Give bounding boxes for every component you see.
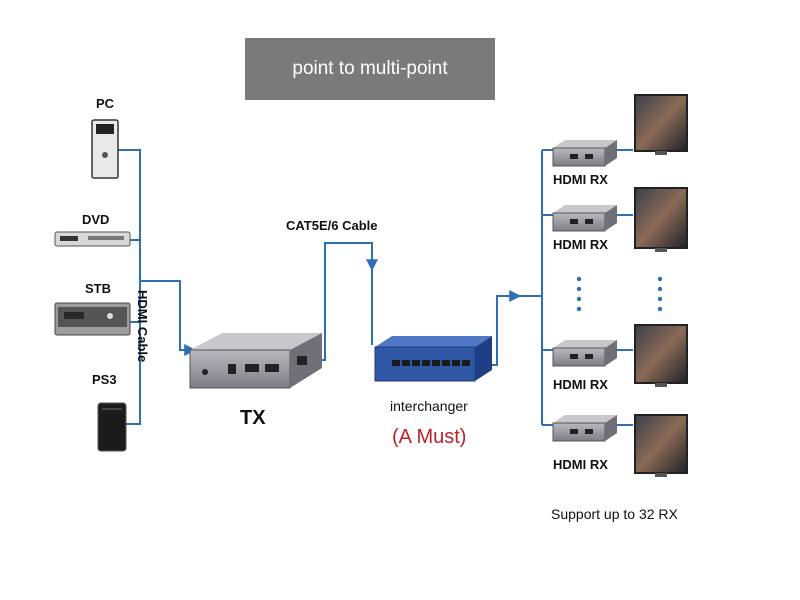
rx-unit-icon (552, 205, 617, 232)
rx-unit-icon (552, 415, 617, 442)
display-monitor-icon (634, 187, 688, 252)
network-switch-icon (374, 336, 492, 382)
title-text: point to multi-point (292, 58, 448, 79)
stb-label: STB (85, 281, 111, 296)
cat-cable-label: CAT5E/6 Cable (286, 218, 378, 233)
dvd-label: DVD (82, 212, 110, 227)
rx-label: HDMI RX (553, 457, 608, 472)
pc-tower-icon (91, 119, 119, 179)
set-top-box-icon (54, 302, 131, 336)
rx-label: HDMI RX (553, 377, 608, 392)
display-monitor-icon (634, 414, 688, 477)
tx-label: TX (240, 407, 266, 429)
pc-label: PC (96, 96, 115, 111)
support-note: Support up to 32 RX (551, 506, 678, 522)
tx-unit-icon (189, 333, 322, 389)
ps3-label: PS3 (92, 372, 117, 387)
hdmi-cable-label: HDMI Cable (135, 290, 150, 363)
cat-cable-line (320, 242, 378, 361)
display-monitor-icon (634, 94, 688, 155)
ellipsis-dots (576, 276, 663, 312)
rx-unit-icon (552, 140, 617, 167)
dvd-player-icon (54, 231, 131, 247)
ps3-console-icon (97, 402, 127, 452)
source-bus (118, 149, 197, 425)
rx-unit-icon (552, 340, 617, 367)
rx-bus (480, 149, 633, 426)
switch-note: (A Must) (392, 426, 467, 448)
rx-label: HDMI RX (553, 172, 608, 187)
switch-label: interchanger (390, 398, 468, 414)
title-banner: point to multi-point (245, 38, 495, 100)
display-monitor-icon (634, 324, 688, 387)
rx-label: HDMI RX (553, 237, 608, 252)
